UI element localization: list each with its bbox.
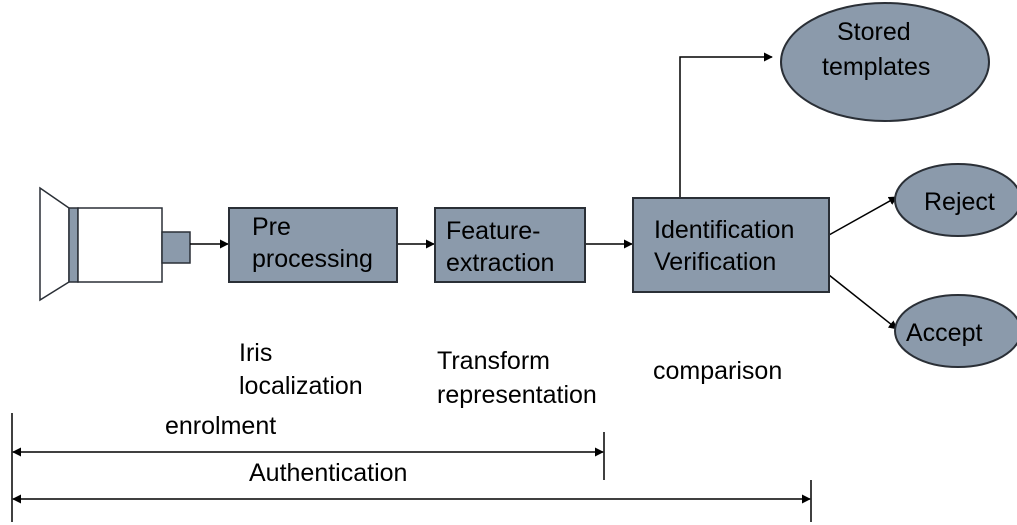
preprocessing-label-line2: processing: [252, 245, 373, 273]
stored-templates-label-line1: Stored: [837, 18, 911, 46]
accept-ellipse: [894, 294, 1017, 368]
reject-label: Reject: [924, 188, 995, 216]
identification-label-line1: Identification: [654, 216, 795, 244]
camera-icon: [39, 186, 191, 302]
reject-ellipse: [894, 163, 1017, 237]
feature-extraction-label-line1: Feature-: [446, 217, 541, 245]
stored-templates-ellipse: [780, 2, 990, 122]
identification-verification-box: Identification Verification: [632, 197, 830, 293]
authentication-label: Authentication: [249, 459, 408, 487]
accept-label: Accept: [906, 319, 983, 347]
arrow-to-accept: [828, 274, 898, 330]
localization-label: localization: [239, 372, 363, 400]
comparison-label: comparison: [653, 357, 783, 385]
preprocessing-box: Pre processing: [228, 207, 398, 283]
stored-templates-label-line2: templates: [822, 53, 931, 81]
arrow-to-stored-templates: [679, 52, 773, 198]
preprocessing-label-line1: Pre: [252, 213, 291, 241]
enrolment-label: enrolment: [165, 412, 277, 440]
feature-extraction-label-line2: extraction: [446, 249, 555, 277]
transform-label: Transform: [437, 347, 550, 375]
representation-label: representation: [437, 381, 597, 409]
identification-label-line2: Verification: [654, 248, 777, 276]
feature-extraction-box: Feature- extraction: [434, 207, 586, 283]
iris-label: Iris: [239, 339, 273, 367]
arrow-to-reject: [828, 196, 898, 236]
